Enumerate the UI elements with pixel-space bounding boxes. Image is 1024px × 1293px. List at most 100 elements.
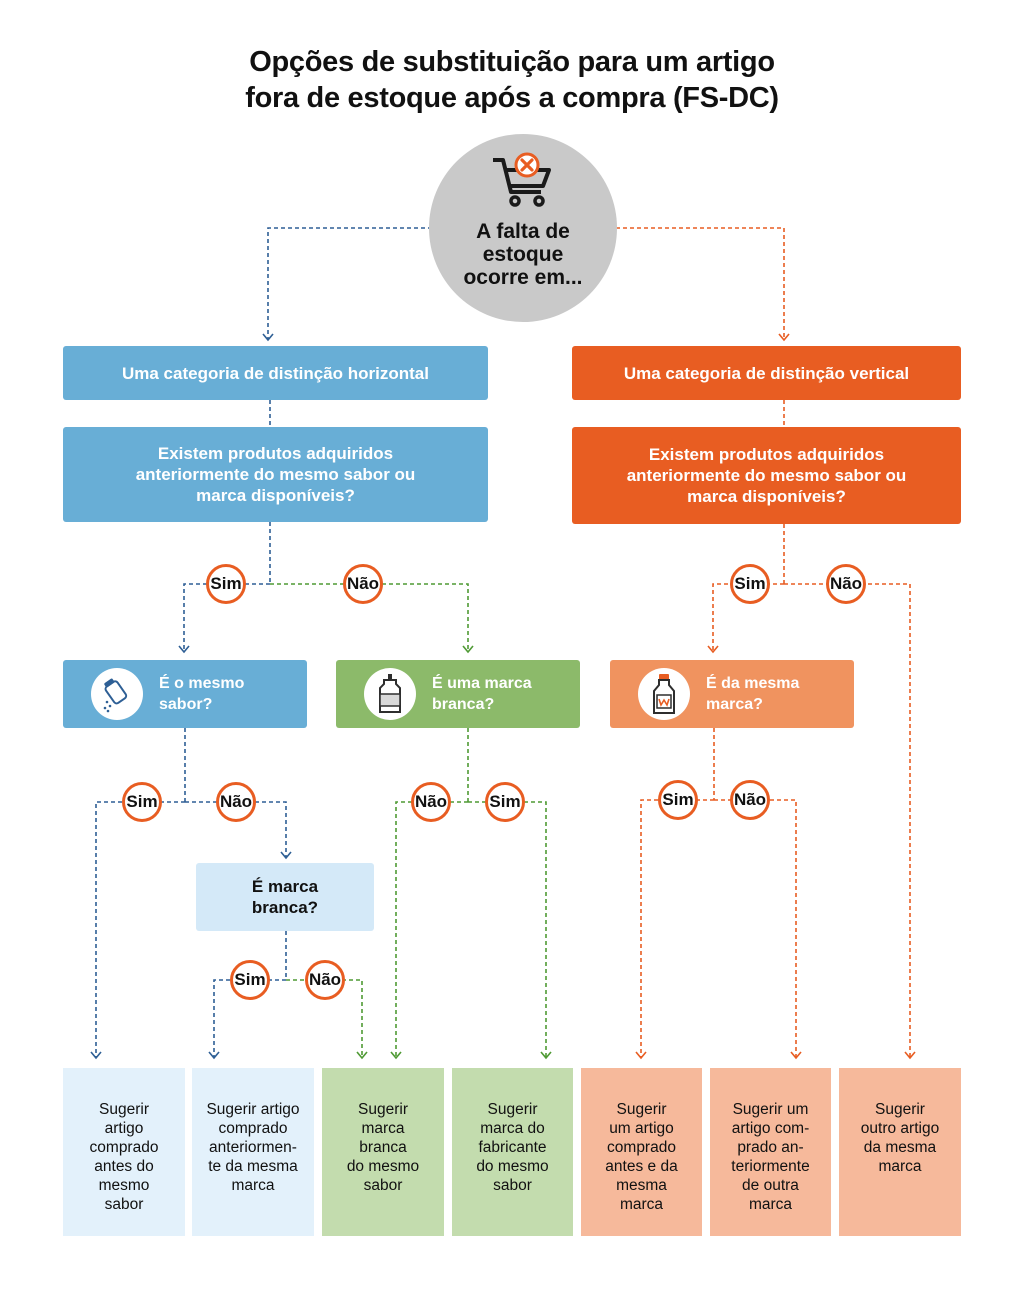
root-line-2: estoque [482, 243, 564, 266]
title-line-2: fora de estoque após a compra (FS-DC) [245, 82, 779, 114]
leaf-suggest-white-brand-same-flavor: Sugerir marca branca do mesmo sabor [322, 1068, 444, 1236]
leaf-1-line: artigo [104, 1120, 144, 1137]
line-sub-nao [286, 979, 368, 1060]
leaf-2-line: marca [231, 1177, 275, 1194]
leaf-suggest-same-flavor: Sugerir artigo comprado antes do mesmo s… [63, 1068, 185, 1236]
leaf-1-line: mesmo [98, 1177, 150, 1194]
left-nao-badge: Não [343, 564, 383, 604]
sub-white-brand-question-box: É marca branca? [196, 863, 374, 931]
same-brand-question-box: É da mesma marca? [610, 660, 854, 728]
leaf-7-line: marca [878, 1158, 922, 1175]
leaf-6-line: Sugerir um [732, 1101, 809, 1118]
flavor-nao-badge: Não [216, 782, 256, 822]
white-brand-question-box: É uma marca branca? [336, 660, 580, 728]
leaf-5-line: Sugerir [616, 1101, 667, 1118]
flavor-question-box: É o mesmo sabor? [63, 660, 307, 728]
flavor-question-line-1: É o mesmo [159, 675, 245, 692]
leaf-6-line: teriormente [731, 1158, 810, 1175]
leaf-1-line: Sugerir [99, 1101, 149, 1118]
salt-shaker-icon [91, 668, 143, 720]
line-brand-sim [635, 799, 714, 1060]
flavor-question-line-2: sabor? [159, 696, 213, 713]
leaf-4-line: Sugerir [487, 1101, 538, 1118]
page-title: Opções de substituição para um artigo fo… [0, 44, 1024, 116]
leaf-2-line: Sugerir artigo [206, 1101, 300, 1118]
milk-bottle-icon [638, 668, 690, 720]
line-root-left [262, 227, 432, 342]
left-category-label: Uma categoria de distinção horizontal [121, 363, 429, 383]
white-brand-question-line-2: branca? [432, 696, 495, 713]
leaf-suggest-manufacturer-brand: Sugerir marca do fabricante do mesmo sab… [452, 1068, 573, 1236]
leaf-7-line: outro artigo [860, 1120, 940, 1137]
line-flavor-nao [185, 801, 292, 860]
leaf-3-line: branca [359, 1139, 407, 1156]
root-text: A falta de estoque ocorre em... [429, 220, 617, 289]
leaf-1-line: antes do [94, 1158, 154, 1175]
leaf-7-line: Sugerir [875, 1101, 925, 1118]
cart-with-x-icon [491, 152, 555, 208]
same-brand-nao-badge: Não [730, 780, 770, 820]
sub-sim-badge: Sim [230, 960, 270, 1000]
leaf-5-line: marca [619, 1196, 664, 1213]
title-line-1: Opções de substituição para um artigo [249, 46, 775, 78]
left-question-line-1: Existem produtos adquiridos [157, 444, 394, 463]
line-white-sim [468, 801, 552, 1060]
line-brand-nao [714, 799, 802, 1060]
leaf-3-line: do mesmo [346, 1158, 420, 1175]
leaf-1-line: comprado [89, 1139, 159, 1156]
right-sim-badge: Sim [730, 564, 770, 604]
sub-question-line-1: É marca [251, 877, 319, 896]
leaf-suggest-previous-other-brand: Sugerir um artigo com- prado an- teriorm… [710, 1068, 831, 1236]
same-brand-question-line-1: É da mesma [706, 675, 800, 692]
right-question-line-1: Existem produtos adquiridos [648, 445, 885, 464]
leaf-2-line: anteriormen- [209, 1139, 297, 1156]
leaf-6-line: marca [748, 1196, 793, 1213]
leaf-6-line: de outra [742, 1177, 799, 1194]
right-nao-badge: Não [826, 564, 866, 604]
white-brand-question-line-1: É uma marca [432, 675, 532, 692]
left-sim-badge: Sim [206, 564, 246, 604]
leaf-6-line: artigo com- [731, 1120, 810, 1137]
white-brand-sim-badge: Sim [485, 782, 525, 822]
leaf-5-line: um artigo [609, 1120, 674, 1137]
leaf-2-line: te da mesma [208, 1158, 298, 1175]
left-question-line-3: marca disponíveis? [196, 486, 355, 505]
leaf-3-line: Sugerir [358, 1101, 408, 1118]
right-question-box: Existem produtos adquiridos anteriorment… [572, 427, 961, 524]
line-flavor-sim [90, 801, 185, 1060]
root-line-3: ocorre em... [463, 266, 583, 289]
white-brand-nao-badge: Não [411, 782, 451, 822]
left-question-box: Existem produtos adquiridos anteriorment… [63, 427, 488, 522]
leaf-4-line: fabricante [478, 1139, 547, 1156]
leaf-1-line: sabor [104, 1196, 144, 1213]
line-left-nao [270, 583, 474, 654]
flavor-sim-badge: Sim [122, 782, 162, 822]
line-white-nao [390, 801, 468, 1060]
leaf-4-line: sabor [493, 1177, 532, 1194]
leaf-suggest-same-brand-previous: Sugerir artigo comprado anteriormen- te … [192, 1068, 314, 1236]
leaf-5-line: comprado [607, 1139, 676, 1156]
same-brand-question-line-2: marca? [706, 696, 763, 713]
left-category-box: Uma categoria de distinção horizontal [63, 346, 488, 400]
leaf-5-line: mesma [616, 1177, 667, 1194]
leaf-3-line: marca [361, 1120, 405, 1137]
leaf-7-line: da mesma [863, 1139, 937, 1156]
line-root-right [616, 227, 790, 342]
leaf-4-line: do mesmo [476, 1158, 549, 1175]
line-right-nao [784, 583, 916, 1060]
leaf-suggest-other-same-brand: Sugerir outro artigo da mesma marca [839, 1068, 961, 1236]
sub-question-line-2: branca? [251, 898, 319, 917]
leaf-suggest-previous-same-brand: Sugerir um artigo comprado antes e da me… [581, 1068, 702, 1236]
right-question-line-2: anteriormente do mesmo sabor ou [626, 466, 907, 485]
leaf-6-line: prado an- [737, 1139, 804, 1156]
leaf-3-line: sabor [363, 1177, 403, 1194]
root-line-1: A falta de [476, 220, 570, 243]
right-category-box: Uma categoria de distinção vertical [572, 346, 961, 400]
sub-nao-badge: Não [305, 960, 345, 1000]
right-category-label: Uma categoria de distinção vertical [623, 363, 910, 383]
right-question-line-3: marca disponíveis? [687, 487, 846, 506]
root-node: A falta de estoque ocorre em... [429, 134, 617, 322]
leaf-5-line: antes e da [605, 1158, 678, 1175]
leaf-4-line: marca do [480, 1120, 545, 1137]
